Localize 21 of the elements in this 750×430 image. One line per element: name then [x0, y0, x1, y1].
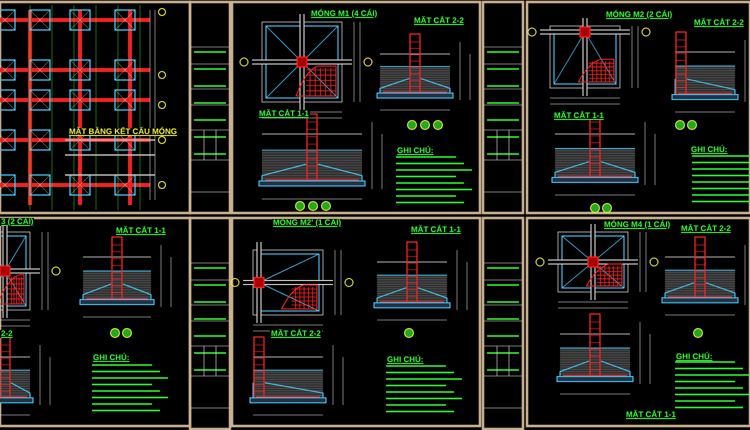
drawing-title: MÓNG M1 (4 CÁI) — [310, 10, 378, 18]
drawing-title: GHI CHÚ: — [675, 353, 714, 361]
drawing-title: MẶT CẮT 2-2 — [680, 225, 732, 233]
drawing-title: MẶT CẮT 1-1 — [115, 227, 167, 235]
drawing-title: MẶT BẰNG KẾT CẤU MÓNG — [68, 128, 178, 136]
drawing-title: GHI CHÚ: — [690, 146, 728, 154]
drawing-title: MÓNG M2' (1 CÁI) — [272, 219, 342, 227]
drawing-title: GHI CHÚ: — [92, 354, 130, 362]
drawing-title: MẶT CẮT 1-1 — [258, 110, 310, 118]
drawing-title: GHI CHÚ: — [396, 147, 434, 155]
drawing-title: MẶT CẮT 2-2 — [693, 19, 745, 27]
drawing-title: MẶT CẮT 1-1 — [410, 226, 462, 234]
drawing-title: MẶT CẮT 1-1 — [625, 411, 677, 419]
drawing-title: MẶT CẮT 2-2 — [413, 17, 465, 25]
drawing-title: MẶT CẮT 2-2 — [270, 330, 322, 338]
drawing-title: MẶT CẮT 1-1 — [553, 112, 605, 120]
drawing-title: MÓNG M2 (2 CÁI) — [605, 11, 674, 19]
drawing-title: 2-2 — [0, 330, 14, 338]
drawing-title: 3 (2 CÁI) — [0, 218, 34, 226]
drawing-title: MÓNG M4 (1 CÁI) — [603, 221, 672, 229]
drawing-title: GHI CHÚ: — [386, 356, 424, 364]
